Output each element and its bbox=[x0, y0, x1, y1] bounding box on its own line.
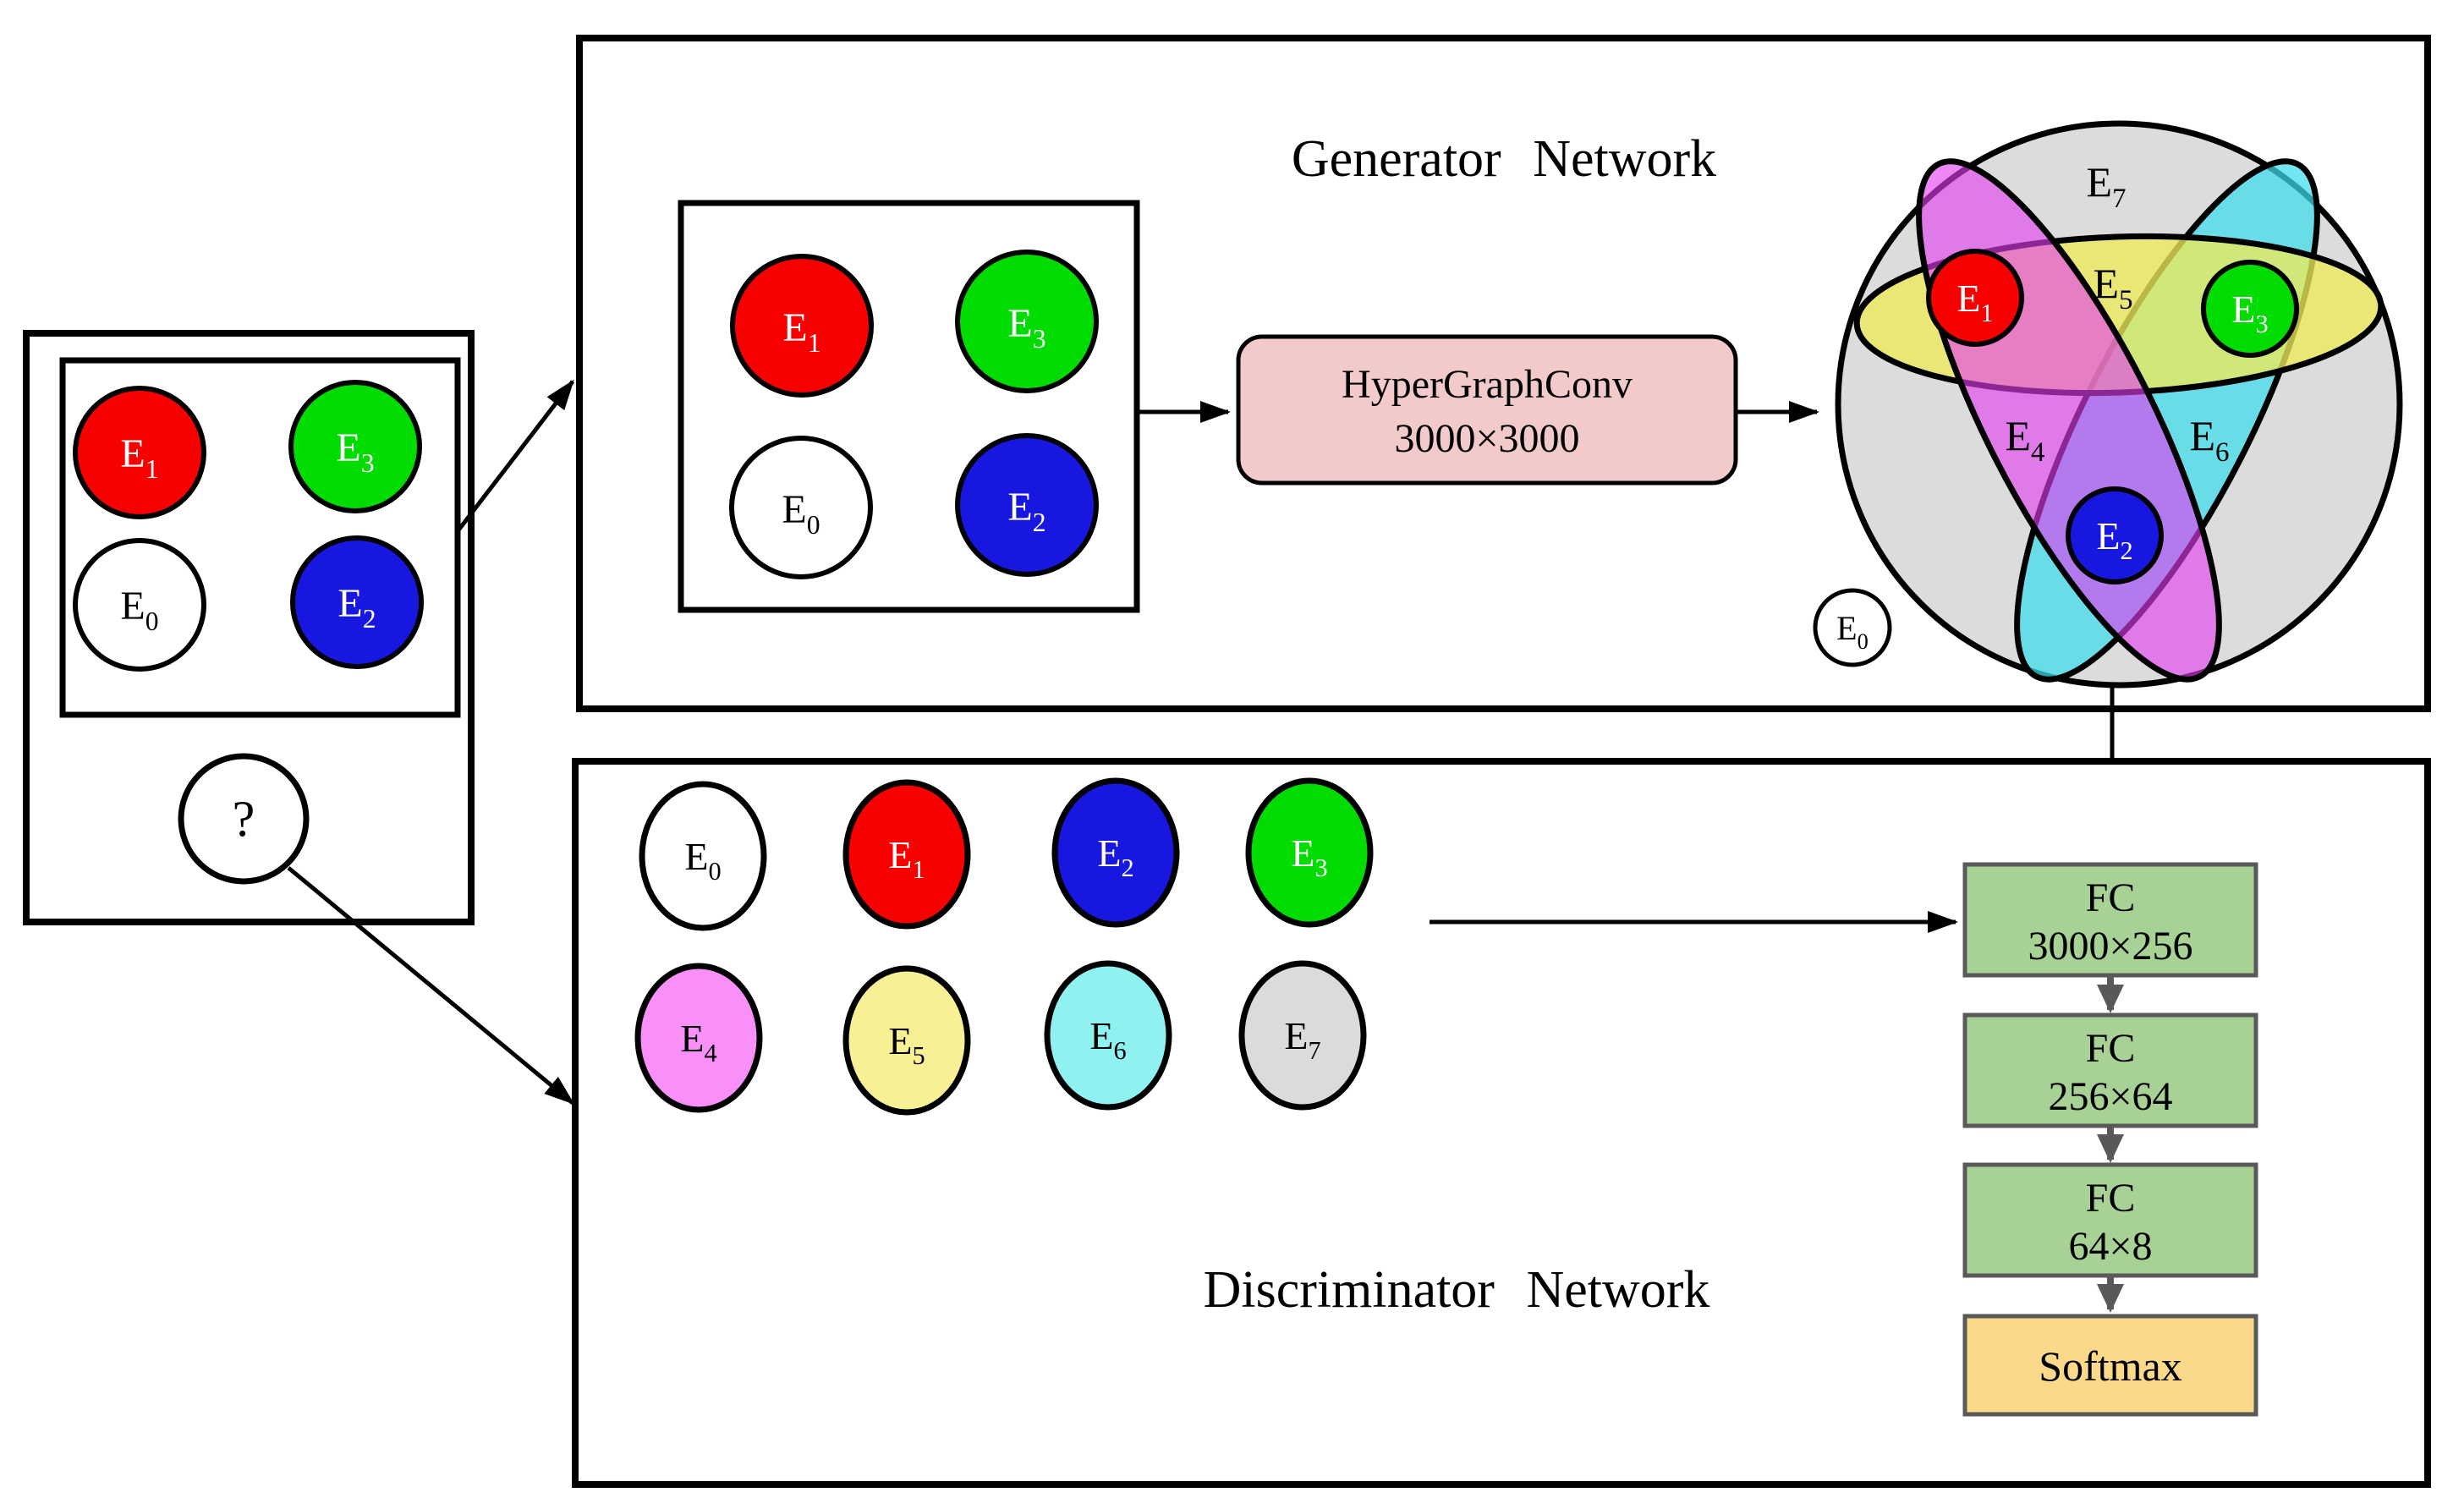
gen-node-e2-label: E2 bbox=[1007, 485, 1045, 537]
left-node-e0-label: E0 bbox=[120, 584, 158, 636]
softmax-label: Softmax bbox=[2039, 1342, 2181, 1390]
venn-node-e1-label: E1 bbox=[1956, 277, 1993, 327]
fc2-box bbox=[1962, 1012, 2258, 1128]
hypergraphconv-box bbox=[1236, 334, 1738, 486]
gen-node-e3 bbox=[955, 250, 1099, 393]
discriminator-network: Discriminator Network E0 E1 E2 E3 E4 E5 … bbox=[572, 758, 2431, 1488]
fc1-box bbox=[1962, 862, 2258, 978]
hypergraphconv-label-line1: HyperGraphConv bbox=[1342, 362, 1633, 407]
disc-node-e2-label: E2 bbox=[1097, 831, 1133, 882]
disc-node-e4-label: E4 bbox=[680, 1017, 716, 1067]
disc-node-e5 bbox=[842, 965, 971, 1116]
disc-node-e1 bbox=[842, 779, 971, 930]
left-node-e2 bbox=[290, 535, 424, 669]
gen-node-e0-label: E0 bbox=[782, 487, 820, 540]
disc-node-e3 bbox=[1245, 777, 1374, 928]
gen-node-e1-label: E1 bbox=[782, 305, 820, 358]
hypergraph-venn: E1 E3 E2 E7 E5 E4 E6 E0 bbox=[1813, 120, 2403, 689]
venn-node-e3 bbox=[2201, 260, 2299, 358]
disc-node-e7 bbox=[1238, 960, 1367, 1111]
disc-node-e3-label: E3 bbox=[1291, 831, 1327, 882]
fc3-label-line1: FC bbox=[2086, 1176, 2136, 1221]
disc-node-e1-label: E1 bbox=[888, 833, 925, 884]
left-node-e1 bbox=[73, 386, 206, 519]
arrow-left-to-generator bbox=[456, 379, 574, 533]
disc-node-e4 bbox=[634, 963, 763, 1113]
left-node-e3 bbox=[288, 380, 422, 513]
left-node-e1-label: E1 bbox=[120, 431, 158, 484]
softmax-box bbox=[1962, 1314, 2258, 1417]
fc2-label-line1: FC bbox=[2086, 1026, 2136, 1071]
hyperedge-e6-label: E6 bbox=[2189, 412, 2229, 468]
venn-node-e2 bbox=[2066, 486, 2164, 584]
fc2-label-line2: 256×64 bbox=[2048, 1074, 2172, 1119]
venn-outside-node-e0 bbox=[1813, 588, 1892, 667]
disc-node-e6-label: E6 bbox=[1089, 1014, 1126, 1065]
fc3-label-line2: 64×8 bbox=[2068, 1224, 2152, 1269]
gen-node-e2 bbox=[955, 433, 1099, 577]
discriminator-title: Discriminator Network bbox=[1204, 1261, 1710, 1319]
venn-node-e3-label: E3 bbox=[2231, 288, 2268, 338]
fc-stack: FC 3000×256 FC 256×64 FC 64×8 Softmax bbox=[1962, 862, 2258, 1417]
fc1-label-line1: FC bbox=[2086, 875, 2136, 920]
unknown-node-label: ? bbox=[233, 791, 255, 847]
hypergraphconv-label-line2: 3000×3000 bbox=[1394, 416, 1579, 461]
left-input-panel: E1 E3 E0 E2 ? bbox=[23, 330, 475, 925]
left-node-e2-label: E2 bbox=[337, 581, 376, 634]
venn-node-e1 bbox=[1926, 249, 2024, 347]
venn-node-e2-label: E2 bbox=[2096, 514, 2132, 565]
hyperedge-e7-label: E7 bbox=[2086, 158, 2126, 214]
disc-node-e7-label: E7 bbox=[1284, 1014, 1320, 1065]
disc-node-e6 bbox=[1044, 960, 1172, 1111]
venn-outside-node-e0-label: E0 bbox=[1836, 609, 1869, 654]
disc-node-e5-label: E5 bbox=[888, 1019, 925, 1070]
gen-node-e3-label: E3 bbox=[1007, 301, 1045, 354]
hyperedge-e5-label: E5 bbox=[2093, 260, 2132, 316]
left-node-e0 bbox=[73, 538, 206, 672]
fc1-label-line2: 3000×256 bbox=[2028, 924, 2192, 969]
fc3-box bbox=[1962, 1162, 2258, 1278]
disc-node-e0 bbox=[639, 781, 767, 931]
gen-node-e1 bbox=[730, 254, 874, 398]
disc-node-e0-label: E0 bbox=[684, 835, 721, 886]
disc-node-e2 bbox=[1051, 777, 1180, 928]
generator-network: Generator Network E1 E3 E0 E2 HyperGraph… bbox=[576, 35, 2431, 712]
arrow-unknown-to-discriminator bbox=[287, 866, 575, 1105]
gen-node-e0 bbox=[729, 436, 873, 579]
hyperedge-e4-label: E4 bbox=[2005, 412, 2044, 468]
generator-title: Generator Network bbox=[1292, 130, 1716, 188]
unknown-node bbox=[178, 753, 310, 885]
left-node-e3-label: E3 bbox=[336, 425, 374, 478]
